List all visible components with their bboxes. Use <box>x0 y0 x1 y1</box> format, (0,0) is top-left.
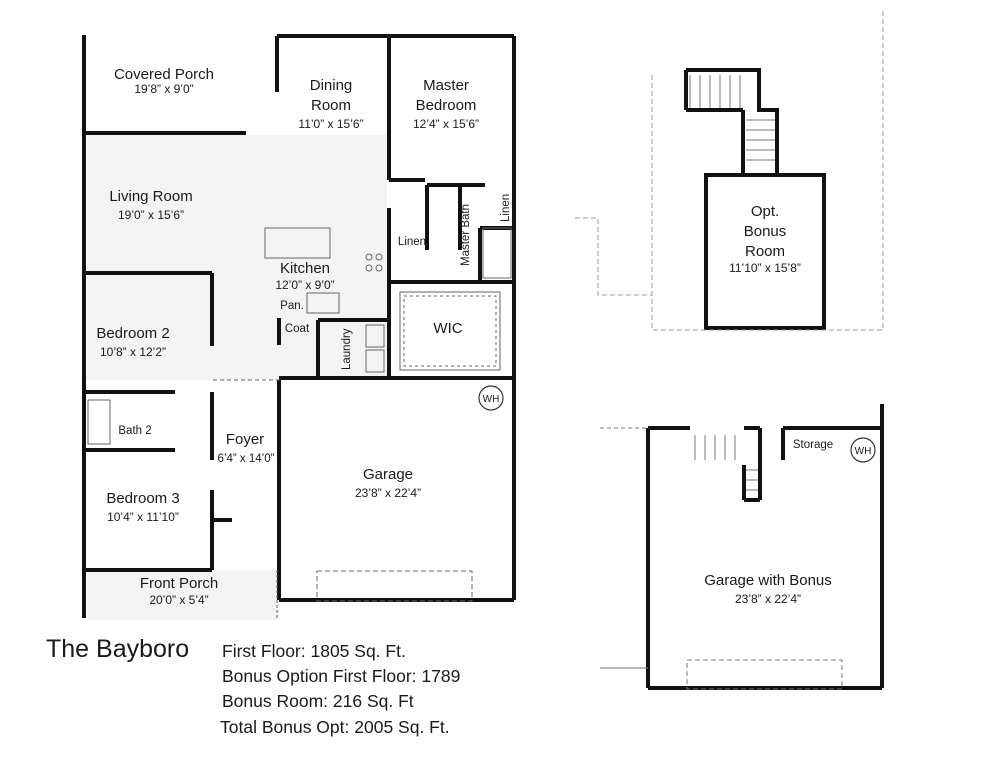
master-bath-label: Master Bath <box>460 204 472 266</box>
wic-label: WIC <box>433 320 462 337</box>
foyer-dim: 6’4” x 14’0” <box>218 453 275 465</box>
dining-room-label-2: Room <box>311 97 351 114</box>
stat-first-floor: First Floor: 1805 Sq. Ft. <box>222 641 406 661</box>
front-porch-floor <box>87 570 279 620</box>
bonus-room-label-3: Room <box>745 243 785 260</box>
main-floor-walls <box>82 34 516 618</box>
bonus-floor-outline <box>575 10 884 331</box>
front-porch-dim: 20’0” x 5’4” <box>149 593 208 607</box>
bedroom-2-dim: 10’8” x 12’2” <box>100 345 166 359</box>
living-room-dim: 19’0” x 15’6” <box>118 208 184 222</box>
master-bedroom-dim: 12’4” x 15’6” <box>413 117 479 131</box>
stat-bonus-room: Bonus Room: 216 Sq. Ft <box>222 691 414 711</box>
pantry-label: Pan. <box>280 300 304 312</box>
kitchen-dim: 12’0” x 9’0” <box>275 278 334 292</box>
bath-2-label: Bath 2 <box>118 425 151 437</box>
living-area-floor <box>87 135 387 380</box>
bonus-water-heater-label: WH <box>855 446 872 457</box>
linen-label-2: Linen <box>500 194 512 222</box>
linen-label-1: Linen <box>398 236 426 248</box>
stat-total-bonus: Total Bonus Opt: 2005 Sq. Ft. <box>220 717 450 737</box>
bonus-garage-walls <box>646 404 884 690</box>
bonus-floor-walls <box>684 68 826 330</box>
bonus-stairs <box>689 75 775 161</box>
bedroom-2-label: Bedroom 2 <box>96 325 169 342</box>
foyer-label: Foyer <box>226 431 264 448</box>
dining-room-dim: 11’0” x 15’6” <box>298 117 363 131</box>
bonus-room-label-2: Bonus <box>744 223 787 240</box>
covered-porch-dim: 19’8” x 9’0” <box>134 82 193 96</box>
master-bedroom-label-2: Bedroom <box>416 97 477 114</box>
bedroom-3-dim: 10’4” x 11’10” <box>107 510 179 524</box>
coat-label: Coat <box>285 323 310 335</box>
master-bedroom-label-1: Master <box>423 77 469 94</box>
laundry-label: Laundry <box>341 328 353 370</box>
garage-label: Garage <box>363 466 413 483</box>
covered-porch-label: Covered Porch <box>114 66 214 83</box>
water-heater-label: WH <box>483 394 500 405</box>
main-floor-details <box>87 227 512 620</box>
dining-room-label-1: Dining <box>310 77 353 94</box>
bonus-water-heater-icon <box>850 437 876 463</box>
front-porch-label: Front Porch <box>140 575 218 592</box>
storage-label: Storage <box>793 439 833 451</box>
water-heater-icon <box>478 385 504 411</box>
bedroom-3-label: Bedroom 3 <box>106 490 179 507</box>
plan-title: The Bayboro <box>46 635 189 663</box>
living-room-label: Living Room <box>109 188 192 205</box>
stat-bonus-option: Bonus Option First Floor: 1789 <box>222 666 460 686</box>
bonus-garage-details <box>600 427 843 690</box>
bonus-room-dim: 11’10” x 15’8” <box>729 261 801 275</box>
bonus-garage-dim: 23’8” x 22’4” <box>735 592 801 606</box>
garage-dim: 23’8” x 22’4” <box>355 486 421 500</box>
kitchen-label: Kitchen <box>280 260 330 277</box>
bonus-room-label-1: Opt. <box>751 203 779 220</box>
bonus-garage-label: Garage with Bonus <box>704 572 832 589</box>
